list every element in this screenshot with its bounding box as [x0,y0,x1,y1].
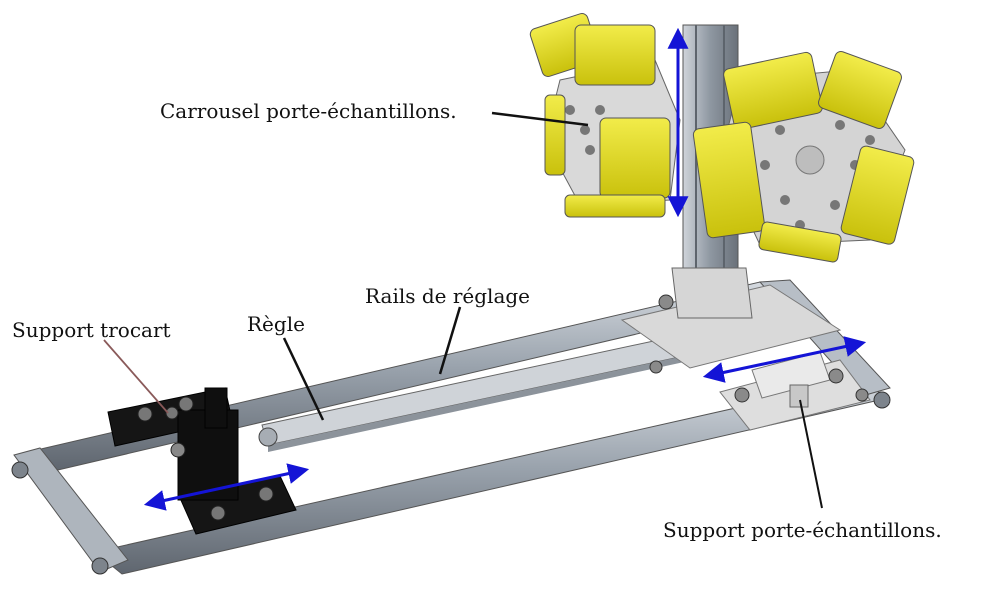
sample-carousel [529,13,915,263]
trocar-support-arrow [143,463,310,511]
label-support-porte: Support porte-échantillons. [663,518,942,542]
left-crossbar [13,447,129,573]
motion-arrows [143,27,867,511]
leader-regle [282,337,325,421]
leader-lines [103,111,823,509]
sample-support-arrow [702,336,867,383]
leader-rails [438,306,462,375]
leader-carrousel [491,111,589,127]
leader-trocart [103,339,169,414]
leader-support-porte [799,399,823,509]
label-support-trocart: Support trocart [12,318,171,342]
label-rails: Rails de réglage [365,284,530,308]
label-regle: Règle [247,312,305,336]
label-carrousel: Carrousel porte-échantillons. [160,99,457,123]
ruler [258,329,713,452]
